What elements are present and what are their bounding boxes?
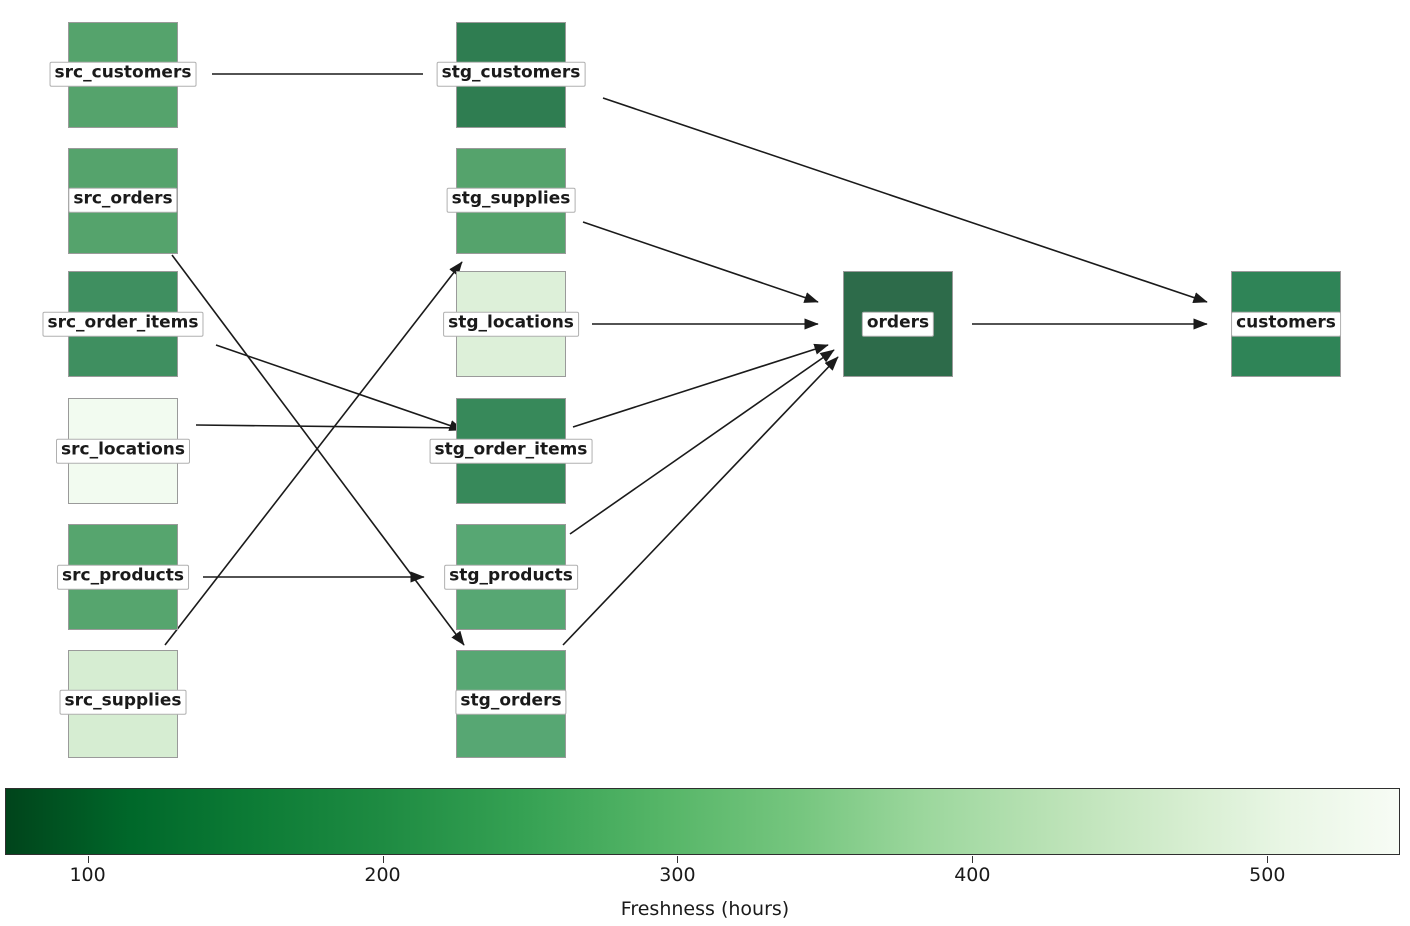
node-label-src_order_items: src_order_items [42, 311, 204, 337]
edge-stg_supplies-to-orders [582, 221, 819, 303]
node-label-src_supplies: src_supplies [59, 689, 187, 715]
colorbar-gradient [5, 788, 1400, 855]
colorbar-tick-mark [87, 856, 89, 863]
node-label-stg_products: stg_products [444, 564, 578, 590]
colorbar-tick-label: 300 [659, 864, 696, 886]
edge-stg_products-to-orders [569, 349, 835, 535]
edges-group [164, 73, 1208, 646]
edge-src_order_items-to-stg_order_items [215, 344, 464, 431]
node-label-orders: orders [861, 311, 935, 337]
colorbar-axis-label: Freshness (hours) [620, 898, 790, 920]
node-label-src_customers: src_customers [49, 61, 197, 87]
colorbar-tick-label: 200 [364, 864, 401, 886]
colorbar-tick-mark [382, 856, 384, 863]
node-label-src_products: src_products [57, 564, 189, 590]
edge-src_supplies-to-stg_locations [164, 261, 463, 646]
node-label-customers: customers [1231, 311, 1341, 337]
node-label-stg_locations: stg_locations [443, 311, 579, 337]
edge-stg_order_items-to-orders [572, 343, 829, 428]
edge-layer [164, 73, 1208, 646]
node-label-stg_customers: stg_customers [436, 61, 586, 87]
colorbar-tick-mark [677, 856, 679, 863]
edge-src_locations-to-stg_order_items [195, 422, 471, 434]
node-label-stg_order_items: stg_order_items [429, 438, 593, 464]
colorbar-tick-mark [972, 856, 974, 863]
edge-src_orders-to-stg_orders [171, 254, 465, 646]
colorbar-tick-label: 400 [954, 864, 991, 886]
node-label-stg_orders: stg_orders [455, 689, 567, 715]
colorbar-tick-label: 500 [1249, 864, 1286, 886]
edge-stg_orders-to-orders [562, 356, 839, 646]
node-label-src_locations: src_locations [56, 438, 190, 464]
node-label-stg_supplies: stg_supplies [446, 187, 576, 213]
node-label-src_orders: src_orders [68, 187, 178, 213]
colorbar-tick-mark [1267, 856, 1269, 863]
colorbar-tick-label: 100 [69, 864, 106, 886]
colorbar: 100 200 300 400 500 Freshness (hours) [0, 780, 1410, 926]
